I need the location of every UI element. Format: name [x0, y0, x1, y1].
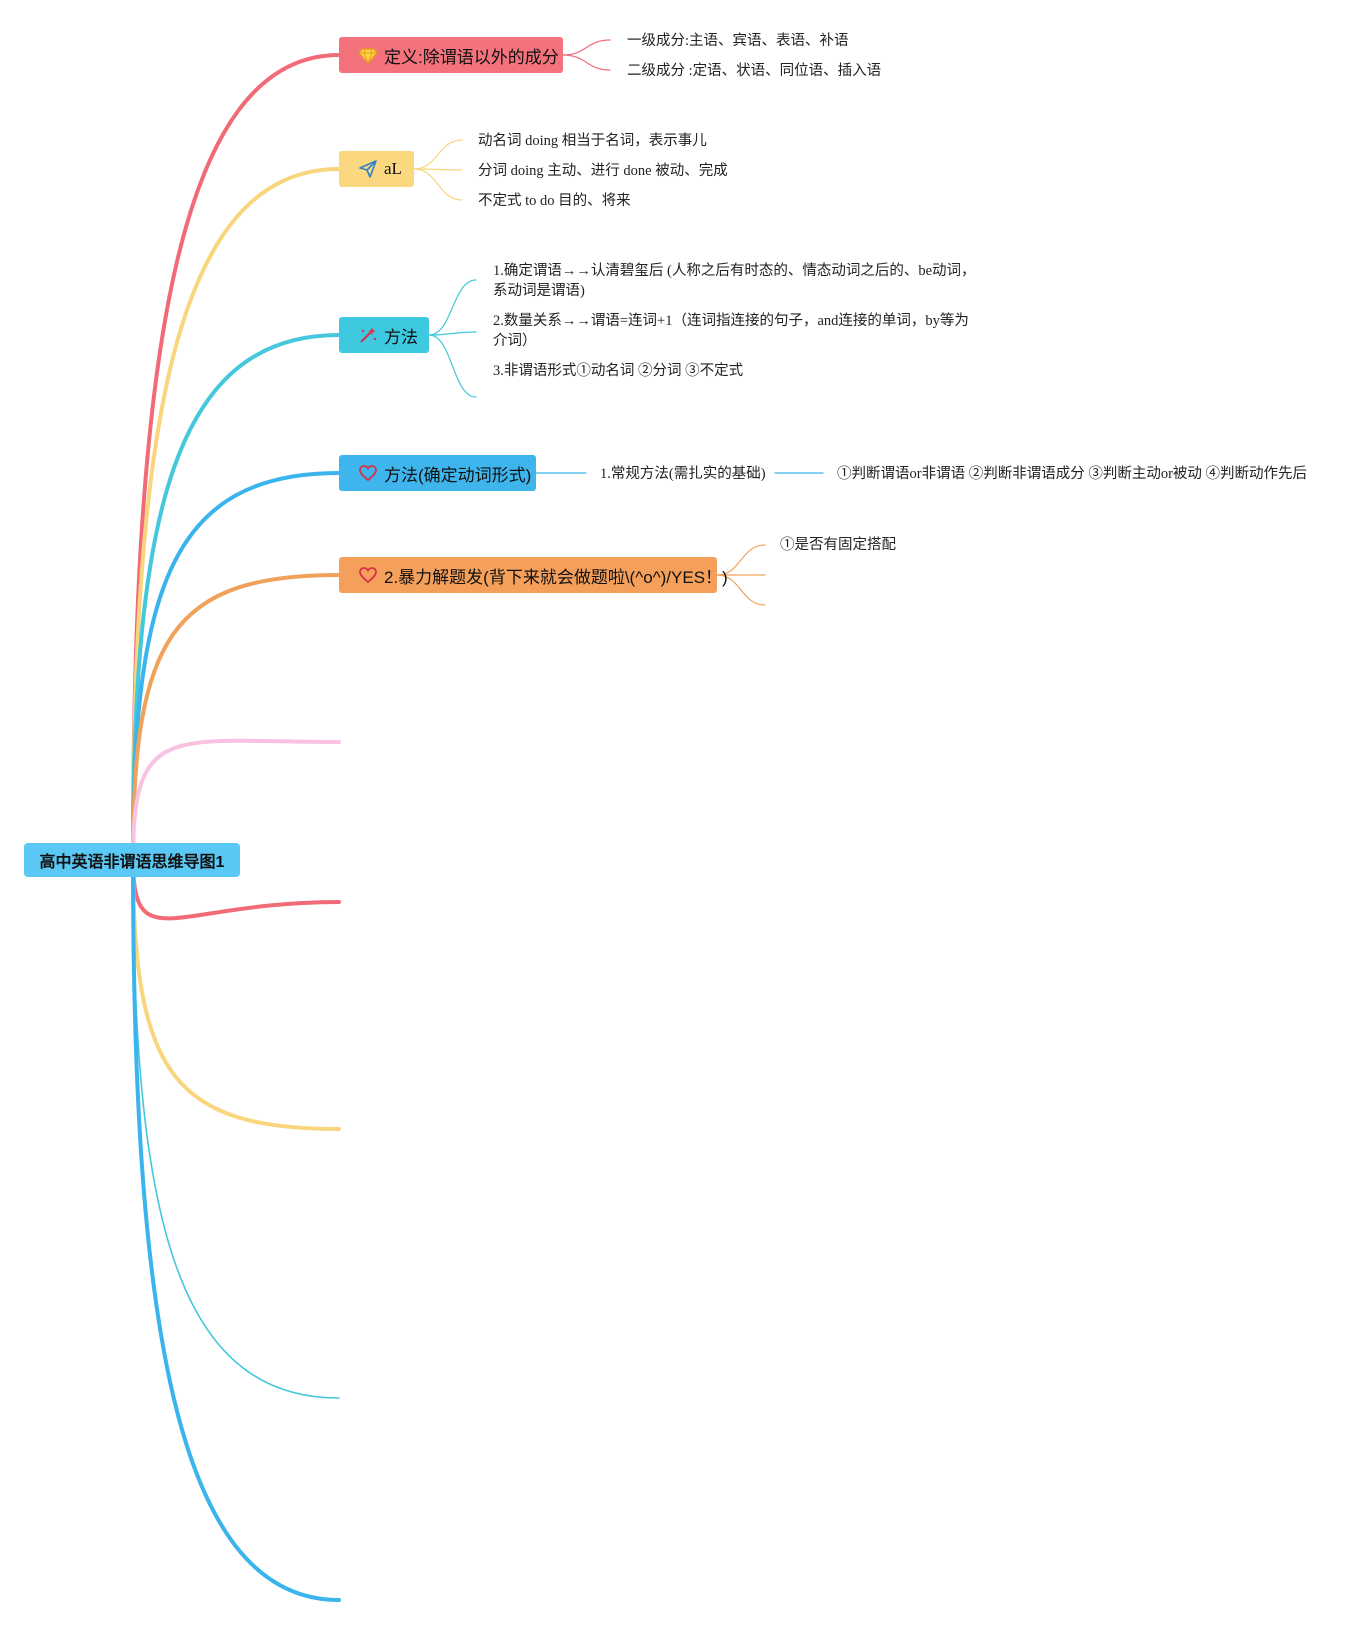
sub-branch-line — [413, 139, 463, 170]
sub-branch-line — [428, 331, 477, 336]
main-branch-line — [131, 856, 341, 1131]
leaf-item[interactable]: ①判断谓语or非谓语 ②判断非谓语成分 ③判断主动or被动 ④判断动作先后 — [837, 466, 1308, 482]
sub-branch-line — [562, 39, 611, 56]
heart-icon — [358, 565, 378, 585]
main-branch-line — [131, 471, 341, 860]
branch-label: 方法(确定动词形式) — [384, 465, 532, 485]
branch-label: 定义:除谓语以外的成分 — [384, 47, 559, 67]
branch-label: aL — [384, 159, 402, 178]
leaf-item[interactable]: 分词 doing 主动、进行 done 被动、完成 — [478, 163, 728, 179]
branch-definition[interactable]: 定义:除谓语以外的成分 — [339, 37, 563, 73]
branch-verb-form[interactable]: 方法(确定动词形式) — [339, 455, 536, 491]
leaf-item[interactable]: 1.常规方法(需扎实的基础) — [600, 466, 766, 482]
leaf-item[interactable]: 1.确定谓语→→认清碧玺后 (人称之后有时态的、情态动词之后的、be动词，系动词… — [493, 263, 976, 299]
leaf-item[interactable]: 一级成分:主语、宾语、表语、补语 — [627, 33, 849, 49]
main-branch-line — [131, 573, 341, 860]
leaf-item[interactable]: 2.数量关系→→谓语=连词+1（连词指连接的句子，and连接的单词，by等为介词… — [493, 313, 969, 349]
leaf-item[interactable]: 二级成分 :定语、状语、同位语、插入语 — [627, 63, 882, 79]
leaf-item[interactable]: 3.非谓语形式①动名词 ②分词 ③不定式 — [493, 363, 744, 379]
branch-method[interactable]: 方法 — [339, 317, 429, 353]
branch-label: 方法 — [384, 327, 418, 347]
main-branch-line — [131, 333, 341, 860]
branch-brute-force[interactable]: 2.暴力解题发(背下来就会做题啦\(^o^)/YES！) — [339, 557, 728, 593]
sub-branch-line — [716, 544, 766, 576]
sub-branch-line — [716, 574, 766, 606]
leaf-item[interactable]: 动名词 doing 相当于名词，表示事儿 — [478, 133, 707, 149]
sub-branch-line — [428, 334, 477, 398]
leaf-item[interactable]: ①是否有固定搭配 — [780, 537, 896, 553]
branch-al[interactable]: aL — [339, 151, 414, 187]
diamond-icon — [358, 45, 378, 65]
sub-branch-line — [413, 168, 463, 201]
magic-wand-icon — [358, 325, 378, 345]
branch-label: 2.暴力解题发(背下来就会做题啦\(^o^)/YES！) — [384, 567, 728, 587]
main-branch-line — [131, 738, 341, 860]
main-branch-line — [131, 856, 341, 1602]
main-branch-line — [131, 856, 341, 921]
leaf-item[interactable]: 不定式 to do 目的、将来 — [478, 193, 631, 209]
sub-branch-line — [562, 54, 611, 71]
heart-icon — [358, 463, 378, 483]
main-branch-line — [131, 53, 341, 860]
sub-branch-line — [428, 279, 477, 336]
root-topic-label: 高中英语非谓语思维导图1 — [39, 854, 225, 871]
paper-plane-icon — [358, 159, 378, 179]
root-topic[interactable]: 高中英语非谓语思维导图1 — [24, 843, 240, 877]
